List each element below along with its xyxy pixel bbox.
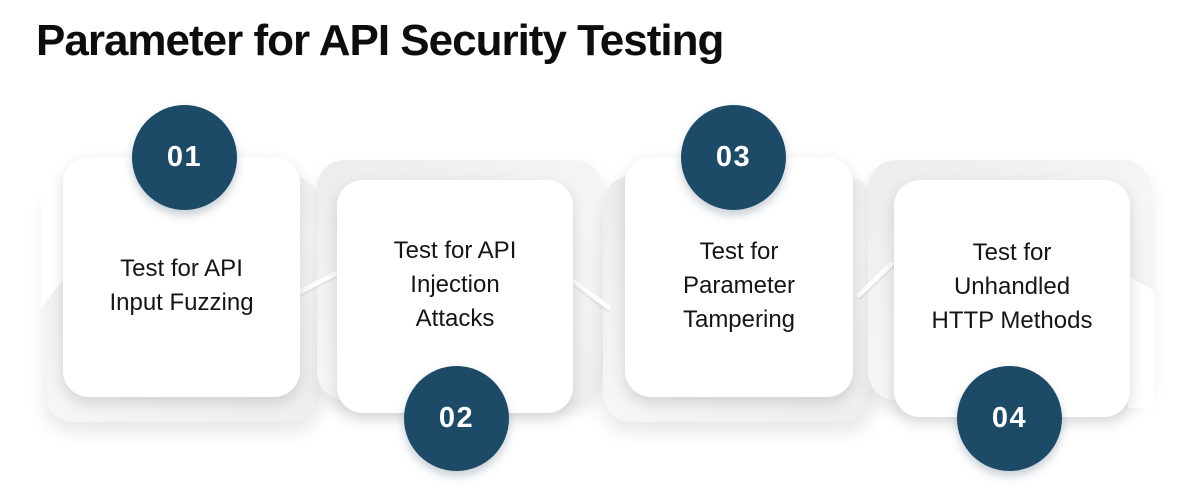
step-label-line: Test for [972,238,1052,266]
step-label-1: Test for API Input Fuzzing [109,234,253,320]
ribbon-fold-right-end [1128,276,1154,408]
step-label-line: Test for [699,238,779,265]
step-number: 03 [715,141,752,173]
step-number-badge-4: 04 [957,366,1062,471]
step-label-line: Parameter [682,272,796,299]
step-number-badge-2: 02 [404,366,509,471]
step-label-line: Tampering [682,306,796,333]
step-number-badge-1: 01 [132,105,237,210]
step-label-3: Test for Parameter Tampering [683,217,795,337]
page-title: Parameter for API Security Testing [36,16,724,65]
step-label-line: Unhandled [953,272,1071,300]
step-label-4: Test for Unhandled HTTP Methods [932,236,1093,362]
step-number: 04 [991,402,1028,434]
step-number: 02 [438,402,475,434]
step-label-line: Input Fuzzing [109,289,254,316]
step-number-badge-3: 03 [681,105,786,210]
step-label-2: Test for API Injection Attacks [394,234,517,360]
step-label-line: Attacks [415,304,495,332]
step-number: 01 [166,141,203,173]
step-label-line: Test for API [120,255,243,282]
step-card-2: Test for API Injection Attacks [337,180,573,413]
step-label-line: Test for API [393,236,517,264]
step-label-line: Injection [410,270,500,298]
step-label-line: HTTP Methods [931,306,1093,334]
